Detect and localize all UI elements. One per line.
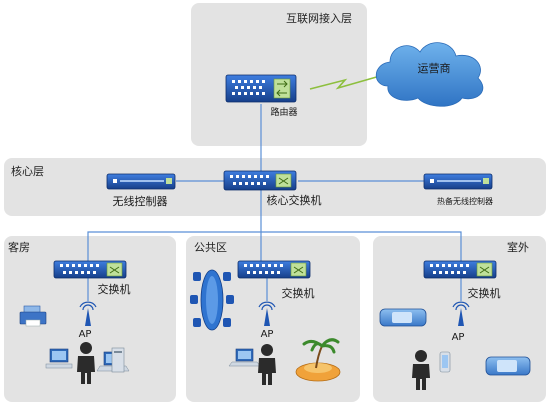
wireless-controller-label: 无线控制器	[113, 194, 168, 208]
outdoor-ap-label: AP	[452, 332, 465, 343]
car-right-icon	[485, 356, 531, 376]
zone-guestroom-title: 客房	[8, 240, 30, 254]
island-palm-icon	[295, 338, 341, 382]
zone-guestroom	[4, 236, 176, 402]
phone-icon	[439, 351, 451, 373]
printer-icon	[19, 305, 47, 327]
guestroom-switch-label: 交换机	[98, 282, 131, 296]
desktop-tower-icon	[111, 347, 125, 373]
public-ap-icon	[258, 301, 276, 326]
public-person-icon	[258, 344, 276, 385]
core-switch-label: 核心交换机	[267, 193, 322, 207]
isp-cloud-label: 运营商	[418, 61, 451, 75]
wireless-controller-icon	[106, 173, 176, 190]
hot-standby-controller-label: 热备无线控制器	[437, 196, 493, 206]
outdoor-switch-label: 交换机	[468, 286, 501, 300]
public-laptop-icon	[228, 348, 261, 367]
guestroom-ap-icon	[79, 301, 97, 326]
outdoor-ap-icon	[452, 301, 470, 326]
public-switch-label: 交换机	[282, 286, 315, 300]
wan-link	[309, 75, 381, 90]
zone-internet-access	[191, 3, 367, 146]
public-switch-icon	[237, 260, 311, 279]
zone-public-title: 公共区	[194, 241, 227, 254]
zone-outdoor-title: 室外	[507, 240, 529, 254]
zone-internet-title: 互联网接入层	[286, 12, 352, 25]
car-left-icon	[379, 308, 427, 327]
outdoor-switch-icon	[423, 260, 497, 279]
meeting-table-icon	[190, 269, 234, 331]
isp-cloud-icon: 运营商	[375, 42, 484, 107]
guestroom-ap-label: AP	[79, 329, 92, 340]
desktop-computer-icon	[45, 348, 73, 369]
hot-standby-controller-icon	[423, 173, 493, 190]
network-links	[87, 104, 462, 301]
outdoor-person-icon	[412, 350, 430, 390]
core-switch-icon	[223, 170, 297, 191]
router-icon	[225, 74, 297, 103]
zone-core-title: 核心层	[11, 164, 44, 178]
guestroom-switch-icon	[53, 260, 127, 279]
person-icon	[77, 342, 95, 384]
router-label: 路由器	[270, 106, 297, 118]
public-ap-label: AP	[261, 329, 274, 340]
